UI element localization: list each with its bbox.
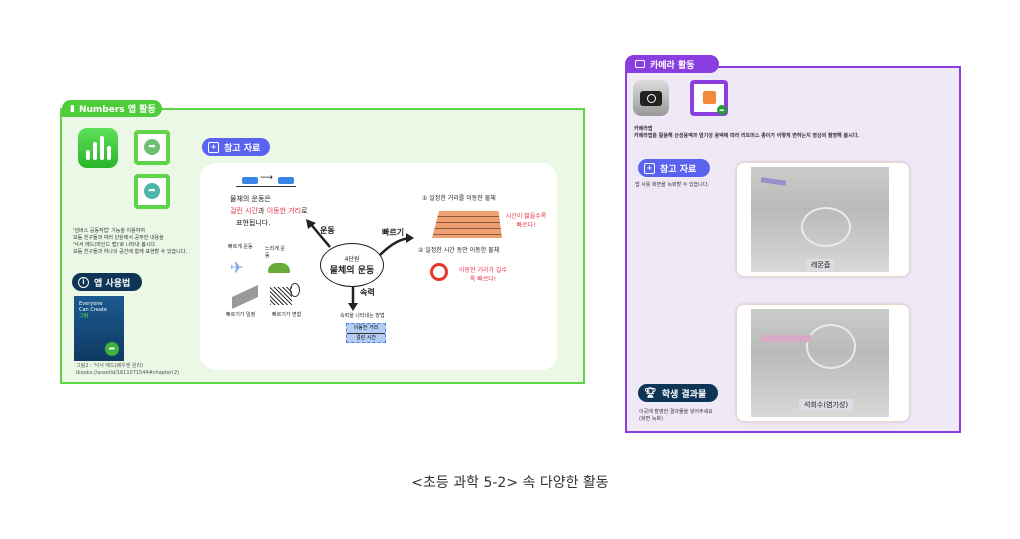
branch-fast: 빠르기 — [382, 228, 405, 237]
how-to-label: 앱 사용법 — [94, 278, 131, 289]
reference-label: 참고 자료 — [224, 143, 261, 154]
numbers-link-bubble-1[interactable]: ➦ — [134, 130, 170, 165]
book-title: Can Create — [79, 307, 107, 313]
numbers-description: '넘버스 공동작업' 기능을 이용하여 모둠 친구들과 여러 단원에서 공부한 … — [73, 228, 198, 256]
figure-caption: <초등 과학 5-2> 속 다양한 활동 — [411, 475, 609, 491]
numbers-app-icon[interactable] — [78, 128, 118, 168]
mindmap-card: ⟶ 물체의 운동은 걸린 시간과 이동한 거리로 표현됩니다. 빠르게 운동 ✈… — [200, 163, 557, 370]
branch-motion: 운동 — [320, 226, 335, 235]
photo2-label: 석회수(염기성) — [799, 399, 854, 411]
results-note-line: 이곳에 촬영한 결과물을 넣어주세요 — [639, 409, 713, 415]
camera-tab: 카메라 활동 — [625, 55, 719, 73]
litmus-paper — [761, 335, 811, 342]
plane-icon: ✈ — [230, 258, 244, 277]
camera-app-thumb-icon — [702, 91, 716, 105]
petri-dish — [801, 207, 851, 247]
desc-line: 모둠 친구들과 여러 단원에서 공부한 내용을 — [73, 235, 164, 241]
center-unit: 4단원 — [344, 256, 360, 263]
share-icon: ➦ — [143, 183, 160, 200]
share-icon: ➦ — [143, 139, 160, 156]
motion-text: 물체의 운동은 걸린 시간과 이동한 거리로 표현됩니다. — [230, 193, 308, 229]
desc-line: 모둠 친구들과 하나의 공간에 함께 표현할 수 있습니다. — [73, 249, 187, 255]
arrow-icon: ⟶ — [260, 173, 273, 183]
plus-doc-icon: + — [208, 141, 219, 153]
road-line — [236, 186, 296, 187]
book-subtitle: 그림 — [79, 313, 89, 319]
book-caption: 그림2 : '낙서 에드(배우엔 원리) ibooks://assetid/16… — [76, 363, 179, 377]
motion-line: 물체의 운동은 — [230, 195, 271, 203]
rollercoaster-icon — [270, 287, 292, 305]
mindmap-arrows — [306, 219, 414, 311]
petri-dish — [806, 324, 856, 369]
share-icon: ➦ — [105, 342, 119, 356]
camera-app-icon[interactable] — [633, 80, 669, 116]
caption-line: 그림2 : '낙서 에드(배우엔 원리) — [76, 363, 144, 369]
camera-link-bubble[interactable]: ➦ — [690, 80, 728, 116]
ipad-video-2[interactable]: 석회수(염기성) — [736, 304, 910, 422]
car-icon — [278, 177, 294, 184]
branch-speed: 속력 — [360, 288, 375, 297]
fast-note-2: 이동한 거리가 길수록 빠르다! — [459, 267, 507, 283]
bar-chart-icon: ▮ — [70, 103, 75, 114]
book-cover[interactable]: Everyone Can Create 그림 ➦ — [74, 296, 124, 361]
fast-case-2: ② 일정한 시간 동안 이동한 물체 — [418, 247, 500, 254]
info-icon: i — [78, 276, 89, 288]
caption-link[interactable]: ibooks://assetid/1611071544#chapter(2) — [76, 370, 180, 376]
alarm-clock-icon — [430, 263, 448, 281]
desc-line: '낙서 에드(마인드 맵)'로 나타내 봅시다. — [73, 242, 157, 248]
reference-label: 참고 자료 — [660, 164, 697, 175]
turtle-label: 느리게 운동 — [265, 246, 285, 259]
trophy-icon: 🏆︎ — [644, 387, 657, 399]
turtle-icon — [268, 263, 290, 273]
loop-icon — [290, 283, 300, 297]
results-label: 학생 결과물 — [661, 389, 707, 400]
center-title: 물체의 운동 — [329, 266, 375, 276]
camera-icon — [635, 60, 645, 68]
how-to-button[interactable]: i 앱 사용법 — [72, 273, 142, 291]
reference-button-camera[interactable]: + 참고 자료 — [638, 159, 710, 177]
coaster-label: 빠르기가 변함 — [272, 312, 302, 318]
plane-label: 빠르게 운동 — [228, 244, 253, 250]
speed-method: 속력을 나타내는 방법 — [340, 313, 385, 319]
mindmap-center: 4단원 물체의 운동 — [320, 243, 384, 287]
book-title: Everyone — [79, 301, 103, 307]
motion-time: 걸린 시간 — [230, 207, 258, 215]
camera-tab-label: 카메라 활동 — [650, 60, 695, 71]
escalator-label: 빠르기가 일정 — [226, 312, 256, 318]
reference-button-numbers[interactable]: + 참고 자료 — [202, 138, 270, 156]
numbers-link-bubble-2[interactable]: ➦ — [134, 174, 170, 209]
results-note: 이곳에 촬영한 결과물을 넣어주세요 (화면 녹화) — [639, 409, 713, 423]
camera-app-name: 카메라앱 — [634, 126, 653, 132]
motion-suffix: 로 — [301, 207, 308, 215]
camera-description: 카메라앱 카메라앱을 활용해 산성용액과 염기성 용액에 따라 리트머스 종이가… — [634, 126, 954, 140]
track-image — [432, 211, 502, 238]
car-icon — [242, 177, 258, 184]
numbers-tab: ▮ Numbers 앱 활동 — [62, 100, 162, 117]
ipad-video-1[interactable]: 레몬즙 — [736, 162, 910, 277]
formula-numerator: 이동한 거리 — [347, 324, 385, 334]
fast-case-1: ① 일정한 거리를 이동한 물체 — [422, 195, 496, 202]
litmus-paper — [760, 177, 787, 186]
fast-note-1: 시간이 짧을수록 빠르다! — [505, 213, 547, 229]
speed-formula: 이동한 거리 걸린 시간 — [346, 323, 386, 343]
student-results-button[interactable]: 🏆︎ 학생 결과물 — [638, 384, 718, 402]
camera-desc: 카메라앱을 활용해 산성용액과 염기성 용액에 따라 리트머스 종이가 어떻게 … — [634, 133, 860, 139]
desc-line: '넘버스 공동작업' 기능을 이용하여 — [73, 228, 145, 234]
motion-line: 표현됩니다. — [236, 219, 271, 227]
motion-distance: 이동한 거리 — [266, 207, 302, 215]
results-note-line: (화면 녹화) — [639, 416, 663, 422]
formula-denominator: 걸린 시간 — [356, 335, 376, 341]
numbers-tab-label: Numbers 앱 활동 — [78, 105, 156, 115]
photo1-label: 레몬즙 — [806, 259, 836, 271]
motion-conj: 과 — [258, 207, 265, 215]
plus-doc-icon: + — [644, 162, 655, 174]
share-icon: ➦ — [716, 105, 727, 116]
reference-note: 앱 사용 화면을 녹화할 수 있습니다. — [635, 182, 709, 188]
